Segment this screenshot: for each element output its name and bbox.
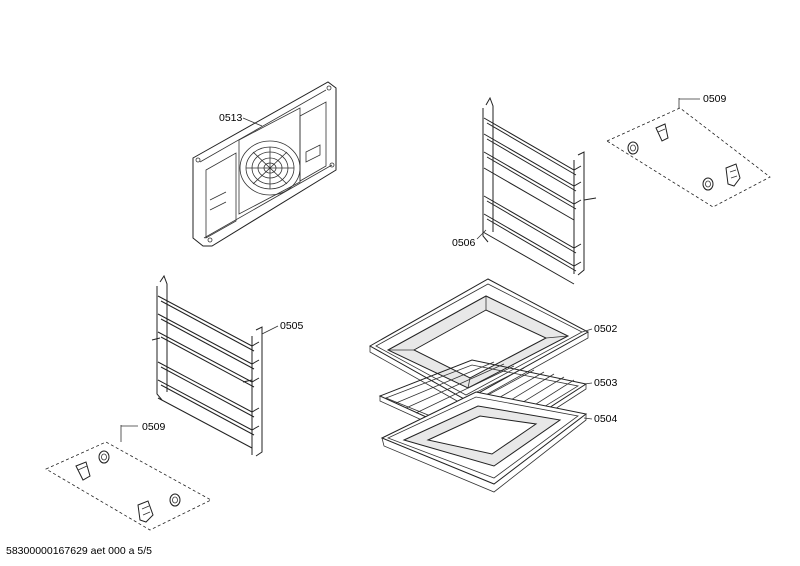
clip-group-right [606,98,771,208]
holder-part [725,163,741,187]
label-0506: 0506 [452,229,487,249]
knob-part [98,450,110,464]
grill-pan-part [380,391,588,493]
callout-0505: 0505 [280,320,304,332]
clip-part [75,461,91,481]
callout-0504: 0504 [594,413,618,425]
callout-0509-right: 0509 [703,93,727,105]
clip-part [655,123,669,142]
left-side-rack-part [151,274,263,457]
knob-part [169,493,181,507]
label-0504: 0504 [583,413,618,425]
label-0503: 0503 [583,377,618,389]
callout-0503: 0503 [594,377,618,389]
label-0505: 0505 [261,320,304,335]
callout-0513: 0513 [219,112,243,124]
callout-0506: 0506 [452,237,476,249]
holder-part [137,500,154,523]
callout-0509-left: 0509 [142,421,166,433]
callout-0502: 0502 [594,323,618,335]
document-footer-code: 58300000167629 aet 000 a 5/5 [6,545,152,557]
right-side-rack-part [482,96,597,285]
label-0502: 0502 [581,323,618,335]
back-panel-part [192,81,337,247]
clip-group-left [45,425,212,531]
knob-part [627,141,639,155]
label-0513: 0513 [219,112,263,127]
knob-part [702,177,714,191]
